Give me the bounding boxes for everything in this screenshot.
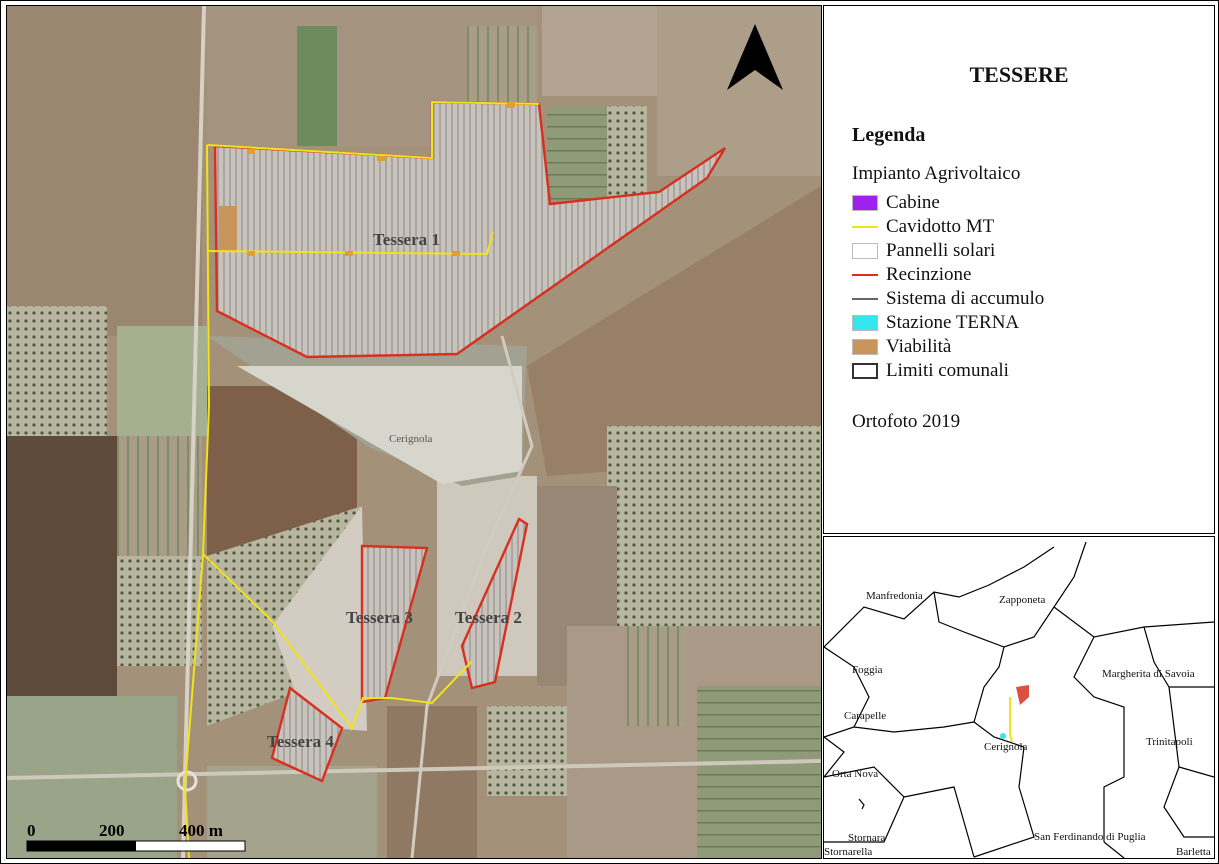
inset-label-stornarella: Stornarella: [824, 846, 872, 858]
tessera-4-area: [270, 685, 344, 783]
inset-site-marker: [1000, 685, 1029, 743]
inset-label-carapelle: Carapelle: [844, 710, 886, 722]
legend-footer: Ortofoto 2019: [852, 411, 961, 432]
municipal-boundaries: [824, 541, 1214, 858]
terna-swatch-icon: [852, 315, 878, 331]
tessera-3-label: Tessera 3: [346, 608, 413, 627]
recinzione-line-icon: [852, 267, 878, 283]
limiti-outline-icon: [852, 363, 878, 379]
inset-label-stornara: Stornara: [848, 832, 885, 844]
legend-panel: TESSERE Legenda Impianto Agrivoltaico Ca…: [823, 5, 1215, 534]
tessera-4-label: Tessera 4: [267, 732, 334, 751]
inset-label-margherita: Margherita di Savoia: [1102, 668, 1195, 680]
tessera-1-label: Tessera 1: [373, 230, 440, 249]
tessera-2-label: Tessera 2: [455, 608, 522, 627]
map-canvas: Tessera 1 Tessera 3 Tessera 2 Tessera 4 …: [7, 6, 821, 858]
legend-item-label: Cavidotto MT: [886, 216, 995, 237]
legend-item-terna: Stazione TERNA: [852, 312, 1019, 334]
north-arrow-icon: [727, 24, 783, 90]
inset-label-barletta: Barletta: [1176, 846, 1211, 858]
legend-item-recinzione: Recinzione: [852, 264, 971, 286]
legend-title: TESSERE: [969, 62, 1069, 87]
cabine-swatch-icon: [852, 195, 878, 211]
inset-label-manfredonia: Manfredonia: [866, 590, 923, 602]
scale-bar: 0 200 400 m: [26, 821, 246, 852]
inset-label-trinitapoli: Trinitapoli: [1146, 736, 1193, 748]
legend-item-limiti: Limiti comunali: [852, 360, 1009, 382]
legend-group: Impianto Agrivoltaico: [852, 163, 1021, 184]
scale-tick-200: 200: [99, 821, 125, 840]
inset-label-zapponeta: Zapponeta: [999, 594, 1046, 606]
legend-item-accumulo: Sistema di accumulo: [852, 288, 1044, 310]
inset-canvas: Manfredonia Zapponeta Foggia Margherita …: [824, 541, 1214, 858]
viabilita-swatch-icon: [852, 339, 878, 355]
scale-tick-400: 400 m: [179, 821, 223, 840]
legend-item-label: Cabine: [886, 192, 940, 213]
legend-item-label: Sistema di accumulo: [886, 288, 1045, 309]
legend-item-cavidotto: Cavidotto MT: [852, 216, 994, 238]
inset-locator-map[interactable]: Manfredonia Zapponeta Foggia Margherita …: [823, 536, 1215, 859]
inset-label-foggia: Foggia: [852, 664, 883, 676]
inset-label-sanferdinando: San Ferdinando di Puglia: [1034, 831, 1146, 843]
legend-heading: Legenda: [852, 124, 926, 146]
tessera-2-area: [460, 517, 529, 690]
inset-label-cerignola: Cerignola: [984, 741, 1027, 753]
legend-item-label: Pannelli solari: [886, 240, 996, 261]
legend-item-pannelli: Pannelli solari: [852, 240, 995, 262]
legend-item-cabine: Cabine: [852, 192, 940, 214]
cavidotto-mt-line: [201, 144, 473, 731]
legend-item-viabilita: Viabilità: [852, 336, 951, 358]
pannelli-swatch-icon: [852, 243, 878, 259]
inset-label-ortanova: Orta Nova: [832, 768, 878, 780]
legend-item-label: Viabilità: [886, 336, 952, 357]
scale-tick-0: 0: [27, 821, 36, 840]
accumulo-line-icon: [852, 291, 878, 307]
legend-item-label: Recinzione: [886, 264, 972, 285]
legend-item-label: Stazione TERNA: [886, 312, 1020, 333]
legend-item-label: Limiti comunali: [886, 360, 1009, 381]
orthophoto-map[interactable]: Tessera 1 Tessera 3 Tessera 2 Tessera 4 …: [6, 5, 822, 859]
municipality-label: Cerignola: [389, 433, 432, 445]
cavidotto-line-icon: [852, 219, 878, 235]
